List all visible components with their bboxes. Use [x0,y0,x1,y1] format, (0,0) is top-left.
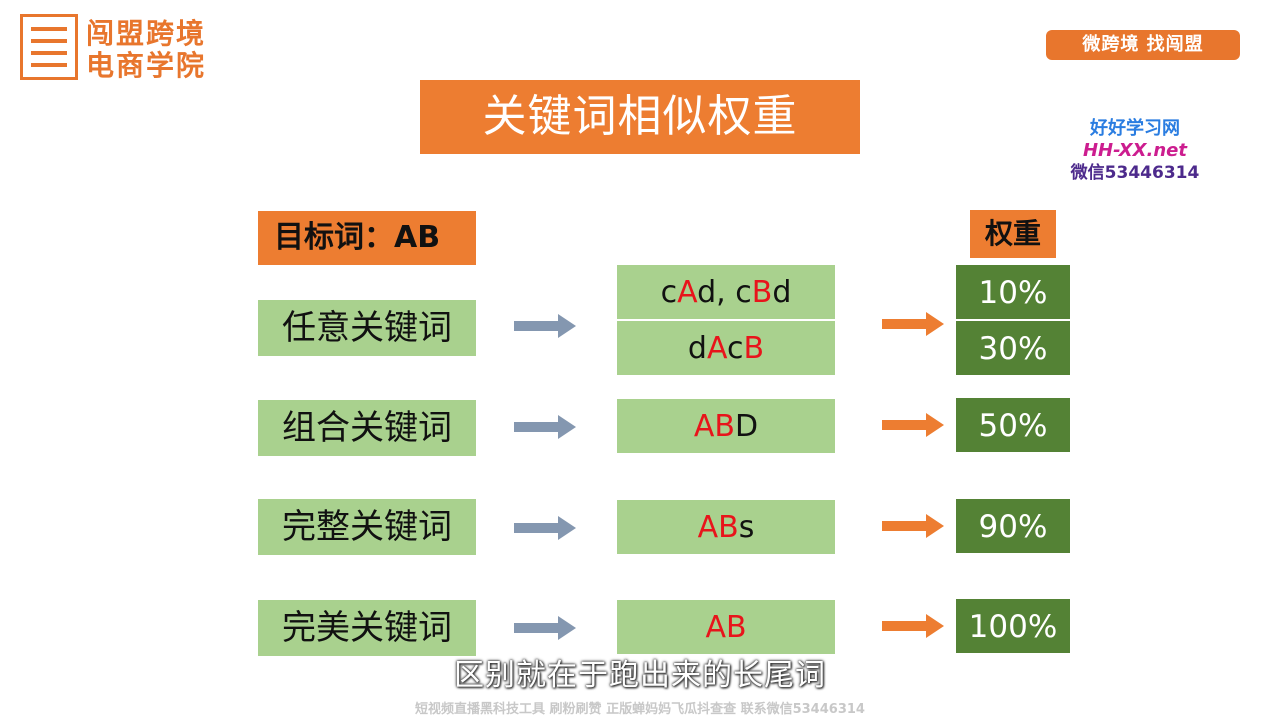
brand-name-line1: 闯盟跨境 [86,17,207,50]
target-keyword-label: 目标词：AB [258,211,476,265]
arrow-right-icon [882,614,944,638]
video-subtitle: 区别就在于跑出来的长尾词 [454,658,826,693]
arrow-right-icon [882,514,944,538]
example-box-combined: ABD [617,399,835,453]
arrow-right-icon [882,413,944,437]
weight-value: 10% [978,275,1048,311]
brand-slogan: 微跨境 找闯盟 [1046,30,1240,60]
site-watermark-wechat: 微信53446314 [1070,163,1200,183]
weight-value-complete: 90% [956,499,1070,553]
arrow-right-icon [514,314,576,338]
keyword-type-any: 任意关键词 [258,300,476,356]
weight-value-perfect: 100% [956,599,1070,653]
site-watermark-url: HH-XX.net [1082,140,1187,161]
weight-box-any: 10% 30% [956,265,1070,375]
weight-value-combined: 50% [956,398,1070,452]
brand-name-line2: 电商学院 [86,49,207,82]
brand-logo [20,14,78,80]
example-row: dAcB [687,331,765,366]
arrow-right-icon [882,312,944,336]
brand-name: 闯盟跨境 电商学院 [86,18,206,82]
site-watermark: 好好学习网 HH-XX.net 微信53446314 [1060,118,1210,184]
example-box-complete: ABs [617,500,835,554]
arrow-right-icon [514,516,576,540]
divider [617,319,835,321]
keyword-type-perfect: 完美关键词 [258,600,476,656]
weight-value: 30% [978,331,1048,367]
weight-header: 权重 [970,210,1056,258]
keyword-type-combined: 组合关键词 [258,400,476,456]
divider [956,319,1070,321]
example-row: cAd, cBd [660,275,792,310]
arrow-right-icon [514,415,576,439]
keyword-type-complete: 完整关键词 [258,499,476,555]
site-watermark-name: 好好学习网 [1090,118,1180,139]
arrow-right-icon [514,616,576,640]
example-box-perfect: AB [617,600,835,654]
example-box-any: cAd, cBd dAcB [617,265,835,375]
slide-title: 关键词相似权重 [420,80,860,154]
footer-watermark: 短视频直播黑科技工具 刷粉刷赞 正版蝉妈妈飞瓜抖查查 联系微信53446314 [415,702,865,717]
